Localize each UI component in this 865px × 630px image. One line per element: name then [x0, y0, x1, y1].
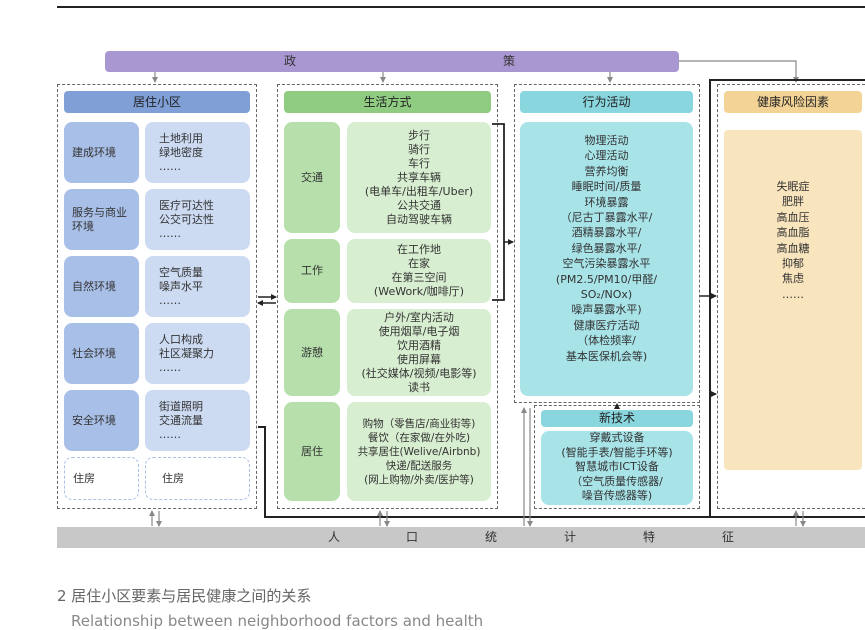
policy-char: 策	[503, 54, 516, 68]
residential-items-safety: 街道照明 交通流量 ……	[145, 390, 250, 451]
population-char: 统	[485, 530, 498, 544]
residential-label-natural: 自然环境	[64, 256, 139, 317]
population-char: 人	[328, 530, 341, 544]
tech-items: 穿戴式设备 (智能手表/智能手环等) 智慧城市ICT设备 （空气质量传感器/ 噪…	[541, 431, 693, 505]
lifestyle-label-living: 居住	[284, 402, 340, 501]
residential-items-natural: 空气质量 噪声水平 ……	[145, 256, 250, 317]
behavior-group	[514, 84, 700, 403]
population-bar	[57, 527, 865, 548]
residential-items-built: 土地利用 绿地密度 ……	[145, 122, 250, 183]
population-char: 计	[564, 530, 577, 544]
tech-header: 新技术	[541, 410, 693, 427]
lifestyle-label-recreation: 游憩	[284, 309, 340, 396]
residential-items-social: 人口构成 社区凝聚力 ……	[145, 323, 250, 384]
lifestyle-group	[277, 84, 498, 509]
life-bracket	[492, 123, 505, 301]
behavior-header: 行为活动	[520, 91, 693, 113]
residential-items-housing: 住房	[145, 457, 250, 500]
caption-chinese: 2 居住小区要素与居民健康之间的关系	[57, 587, 312, 605]
policy-bar	[105, 51, 679, 72]
residential-header: 居住小区	[64, 91, 250, 113]
residential-label-service: 服务与商业 环境	[64, 189, 139, 250]
residential-label-housing: 住房	[64, 457, 139, 500]
lifestyle-label-work: 工作	[284, 239, 340, 303]
health-group	[717, 84, 865, 509]
top-rule	[57, 6, 865, 8]
lifestyle-header: 生活方式	[284, 91, 491, 113]
lifestyle-items-transport: 步行 骑行 车行 共享车辆 (电单车/出租车/Uber) 公共交通 自动驾驶车辆	[347, 122, 491, 233]
outer-frame-line	[709, 79, 865, 517]
lifestyle-items-recreation: 户外/室内活动 使用烟草/电子烟 饮用酒精 使用屏幕 (社交媒体/视频/电影等)…	[347, 309, 491, 396]
residential-loop-line	[258, 426, 865, 518]
behavior-items: 物理活动 心理活动 营养均衡 睡眠时间/质量 环境暴露 （尼古丁暴露水平/ 酒精…	[520, 122, 693, 396]
residential-label-built: 建成环境	[64, 122, 139, 183]
policy-char: 政	[284, 54, 297, 68]
residential-label-social: 社会环境	[64, 323, 139, 384]
lifestyle-label-transport: 交通	[284, 122, 340, 233]
residential-group	[57, 84, 257, 509]
population-char: 征	[722, 530, 735, 544]
health-items: 失眠症 肥胖 高血压 高血脂 高血糖 抑郁 焦虑 ……	[724, 130, 862, 470]
population-char: 口	[406, 530, 419, 544]
lifestyle-items-work: 在工作地 在家 在第三空间 (WeWork/咖啡厅)	[347, 239, 491, 303]
caption-english: Relationship between neighborhood factor…	[71, 612, 484, 630]
residential-items-service: 医疗可达性 公交可达性 ……	[145, 189, 250, 250]
residential-label-safety: 安全环境	[64, 390, 139, 451]
population-char: 特	[643, 530, 656, 544]
lifestyle-items-living: 购物（零售店/商业街等) 餐饮（在家做/在外吃) 共享居住(Welive/Air…	[347, 402, 491, 501]
health-header: 健康风险因素	[724, 91, 862, 113]
policy-to-health-line	[679, 60, 799, 83]
